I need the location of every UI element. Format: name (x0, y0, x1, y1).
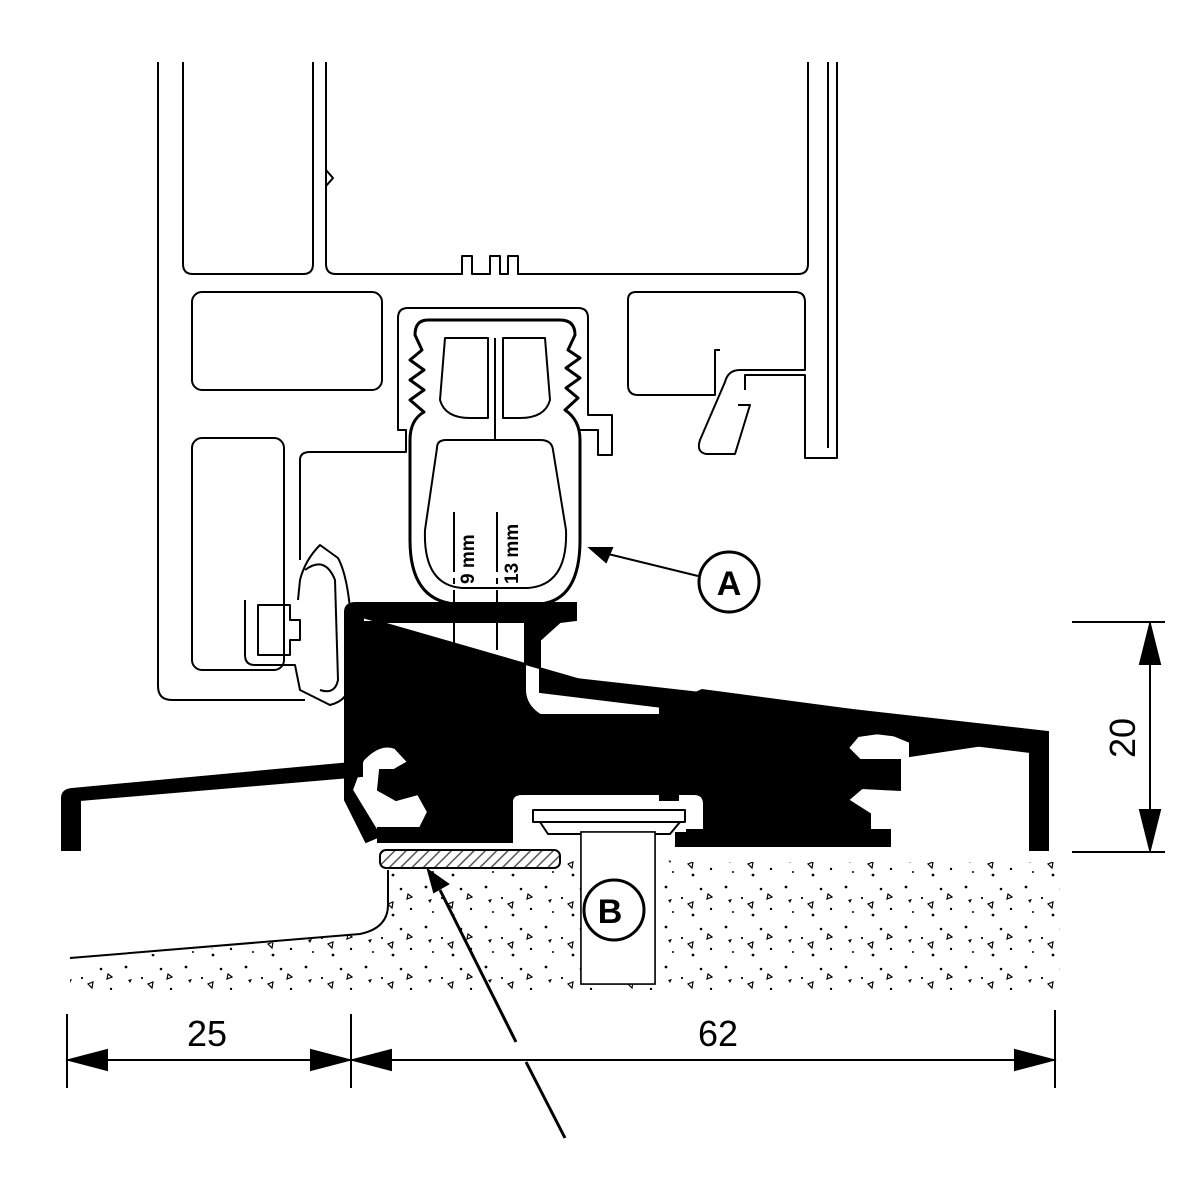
sealant-strip (379, 849, 561, 869)
concrete-substrate (69, 831, 1060, 990)
callout-b: B (582, 878, 646, 942)
side-weather-seal (244, 544, 353, 706)
callout-a: A (587, 547, 761, 614)
door-frame-profile (157, 62, 838, 701)
callout-a-label: A (717, 565, 742, 603)
dimension-right-width-label: 62 (698, 1013, 738, 1054)
gauge-label-9mm: 9 mm (458, 534, 479, 584)
dimension-height: 20 (1072, 621, 1165, 853)
sealant-leader (426, 867, 567, 1139)
dimension-height-label: 20 (1102, 718, 1143, 758)
dimension-widths: 25 62 (65, 1010, 1057, 1088)
threshold-profile (61, 602, 1049, 851)
gauge-label-13mm: 13 mm (502, 524, 523, 584)
callout-b-label: B (598, 893, 623, 931)
dimension-left-width-label: 25 (187, 1013, 227, 1054)
